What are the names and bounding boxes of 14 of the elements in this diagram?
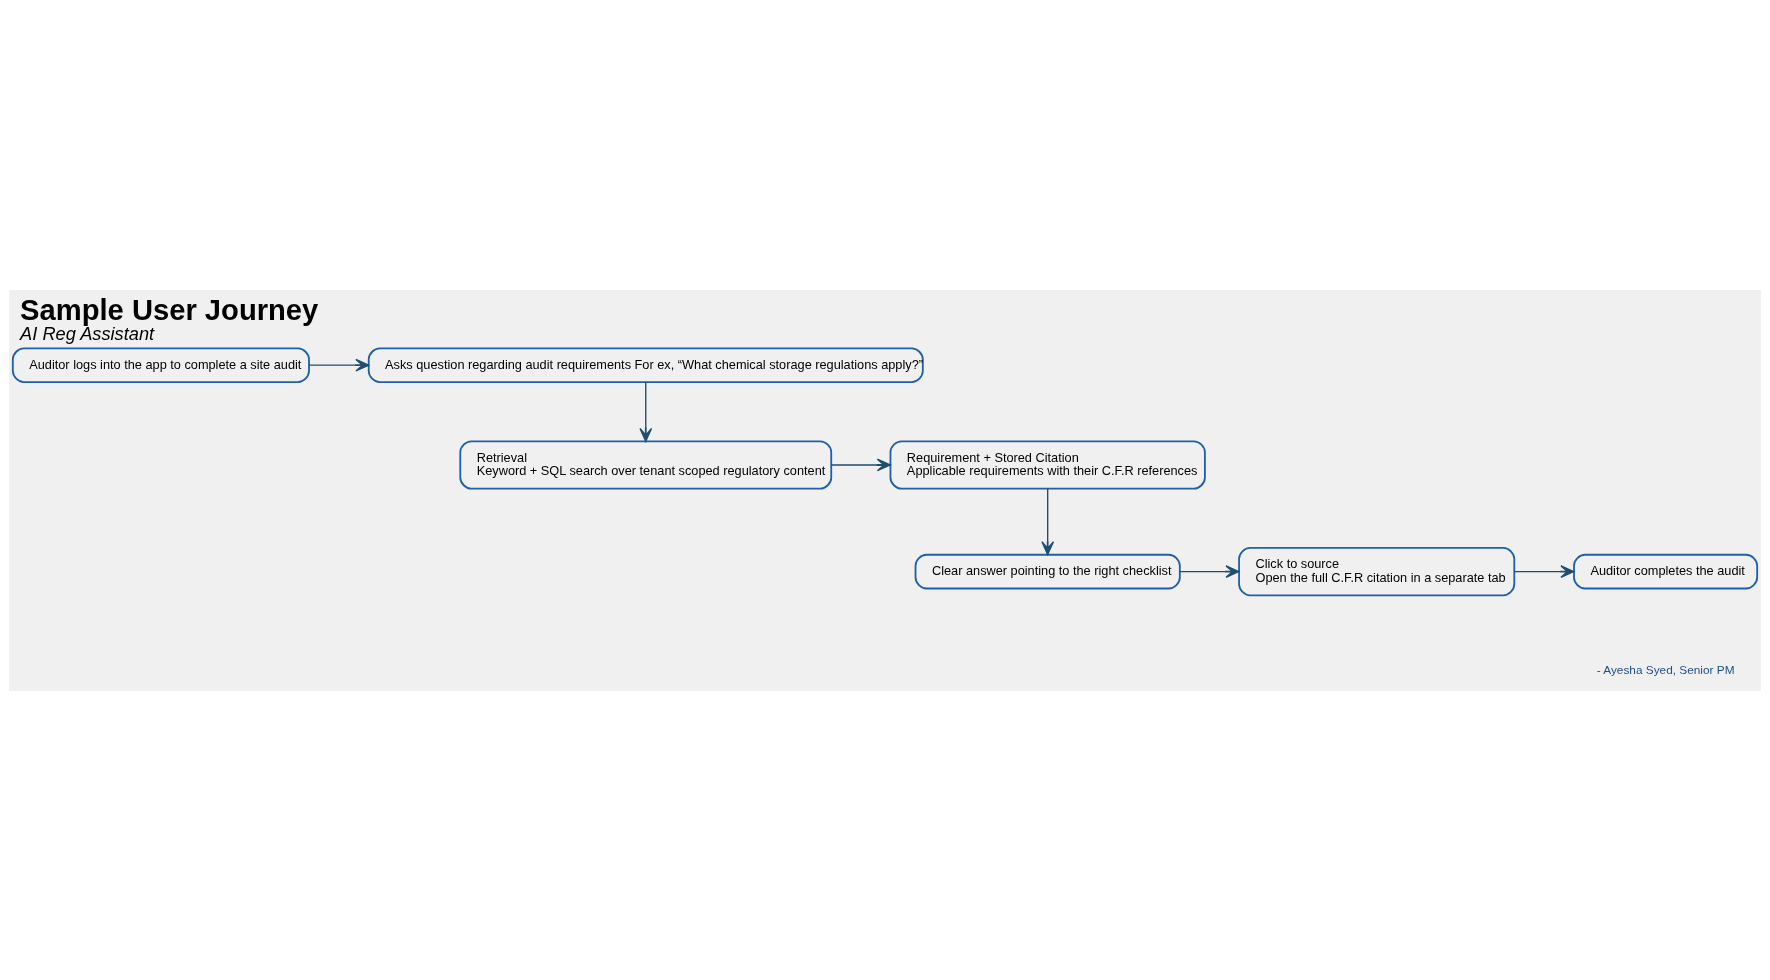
diagram-title: Sample User Journey xyxy=(20,293,319,326)
label: - Ayesha Syed, Senior PM xyxy=(1596,662,1735,677)
node-box: Auditor completes the audit xyxy=(1573,553,1759,589)
arrow xyxy=(1041,487,1055,555)
arrow xyxy=(830,458,891,471)
node-box: Auditor logs into the app to complete a site audit xyxy=(11,346,310,383)
node-box: Clear answer pointing to the right checklist xyxy=(914,553,1181,589)
arrow xyxy=(1179,564,1240,578)
arrow xyxy=(639,381,653,442)
arrow xyxy=(1513,564,1575,578)
node-box: Retrieval Keyword + SQL search over tenant scoped regulatory content xyxy=(459,439,833,490)
node-box: Requirement + Stored Citation Applicable requirements with their C.F.R references xyxy=(889,439,1206,490)
node-box: Click to source Open the full C.F.R citation in a separate tab xyxy=(1238,546,1516,596)
arrow xyxy=(308,358,370,372)
